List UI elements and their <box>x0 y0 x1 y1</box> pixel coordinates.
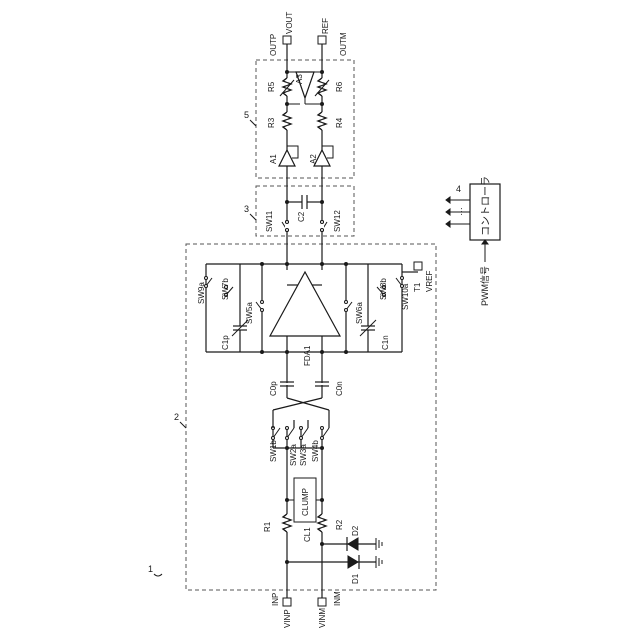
controller-dots: … <box>454 207 464 216</box>
sw9a-label: SW9a <box>197 282 206 304</box>
sw11-label: SW11 <box>265 210 274 232</box>
t1-label: T1 <box>413 282 422 292</box>
ref-label: REF <box>321 18 330 34</box>
sw4b-switch <box>321 427 330 449</box>
ground-icon-d2 <box>376 538 382 550</box>
inp-terminal <box>283 598 291 606</box>
sw8b-label: SW8b <box>379 278 388 300</box>
sw3a-label: SW3a <box>299 444 308 466</box>
d2-node <box>320 542 324 546</box>
sw6a-switch <box>345 264 353 352</box>
ground-icon-d1 <box>376 556 382 568</box>
outp-label: OUTP <box>269 34 278 56</box>
vinm-label: VINM <box>318 608 327 628</box>
vref-label: VREF <box>425 271 434 292</box>
sw4b-label: SW4b <box>311 440 320 462</box>
r3-label: R3 <box>267 117 276 128</box>
c0p-label: C0p <box>269 381 278 396</box>
sw10a-label: SW10a <box>401 283 410 310</box>
a1-label: A1 <box>269 154 278 164</box>
d1-diode-symbol <box>348 556 358 568</box>
cl1-label: CL1 <box>303 527 312 542</box>
pwm-label: PWM信号 <box>479 266 490 306</box>
sw1b-label: SW1b <box>269 440 278 462</box>
c2-capacitor <box>285 195 324 209</box>
sw6a-label: SW6a <box>355 302 364 324</box>
block-2-number: 2 <box>174 412 179 422</box>
outm-label: OUTM <box>339 32 348 56</box>
c0n-label: C0n <box>335 381 344 396</box>
sw7b-label: SW7b <box>221 278 230 300</box>
vout-label: VOUT <box>285 12 294 34</box>
d2-diode-symbol <box>348 538 358 550</box>
inm-label: INM <box>333 591 342 606</box>
r6-label: R6 <box>335 81 344 92</box>
inp-label: INP <box>271 593 280 606</box>
sw5a-switch <box>256 264 264 352</box>
sw12-label: SW12 <box>333 210 342 232</box>
inm-terminal <box>318 598 326 606</box>
figure-reference: 1 <box>148 564 153 574</box>
vinp-label: VINP <box>283 609 292 628</box>
r2-label: R2 <box>335 519 344 530</box>
block-5-number: 5 <box>244 110 249 120</box>
vref-terminal <box>414 262 422 270</box>
fda1-amplifier <box>270 272 340 336</box>
d2-label: D2 <box>351 525 360 536</box>
controller-label: コントローラ <box>480 176 492 236</box>
d1-node <box>285 560 289 564</box>
a2-label: A2 <box>309 154 318 164</box>
d1-label: D1 <box>351 573 360 584</box>
controller-number: 4 <box>456 184 461 194</box>
c2-label: C2 <box>297 211 306 222</box>
clamp-label: CLUMP <box>301 488 310 516</box>
sw5a-label: SW5a <box>245 302 254 324</box>
ref-terminal <box>318 36 326 44</box>
sw2a-label: SW2a <box>289 444 298 466</box>
fda1-label: FDA1 <box>303 345 312 366</box>
r1-label: R1 <box>263 521 272 532</box>
r4-label: R4 <box>335 117 344 128</box>
r5-label: R5 <box>267 81 276 92</box>
a3-label: A3 <box>295 74 304 84</box>
c1p-label: C1p <box>221 335 230 350</box>
c1n-label: C1n <box>381 335 390 350</box>
vout-terminal <box>283 36 291 44</box>
block-3-number: 3 <box>244 204 249 214</box>
